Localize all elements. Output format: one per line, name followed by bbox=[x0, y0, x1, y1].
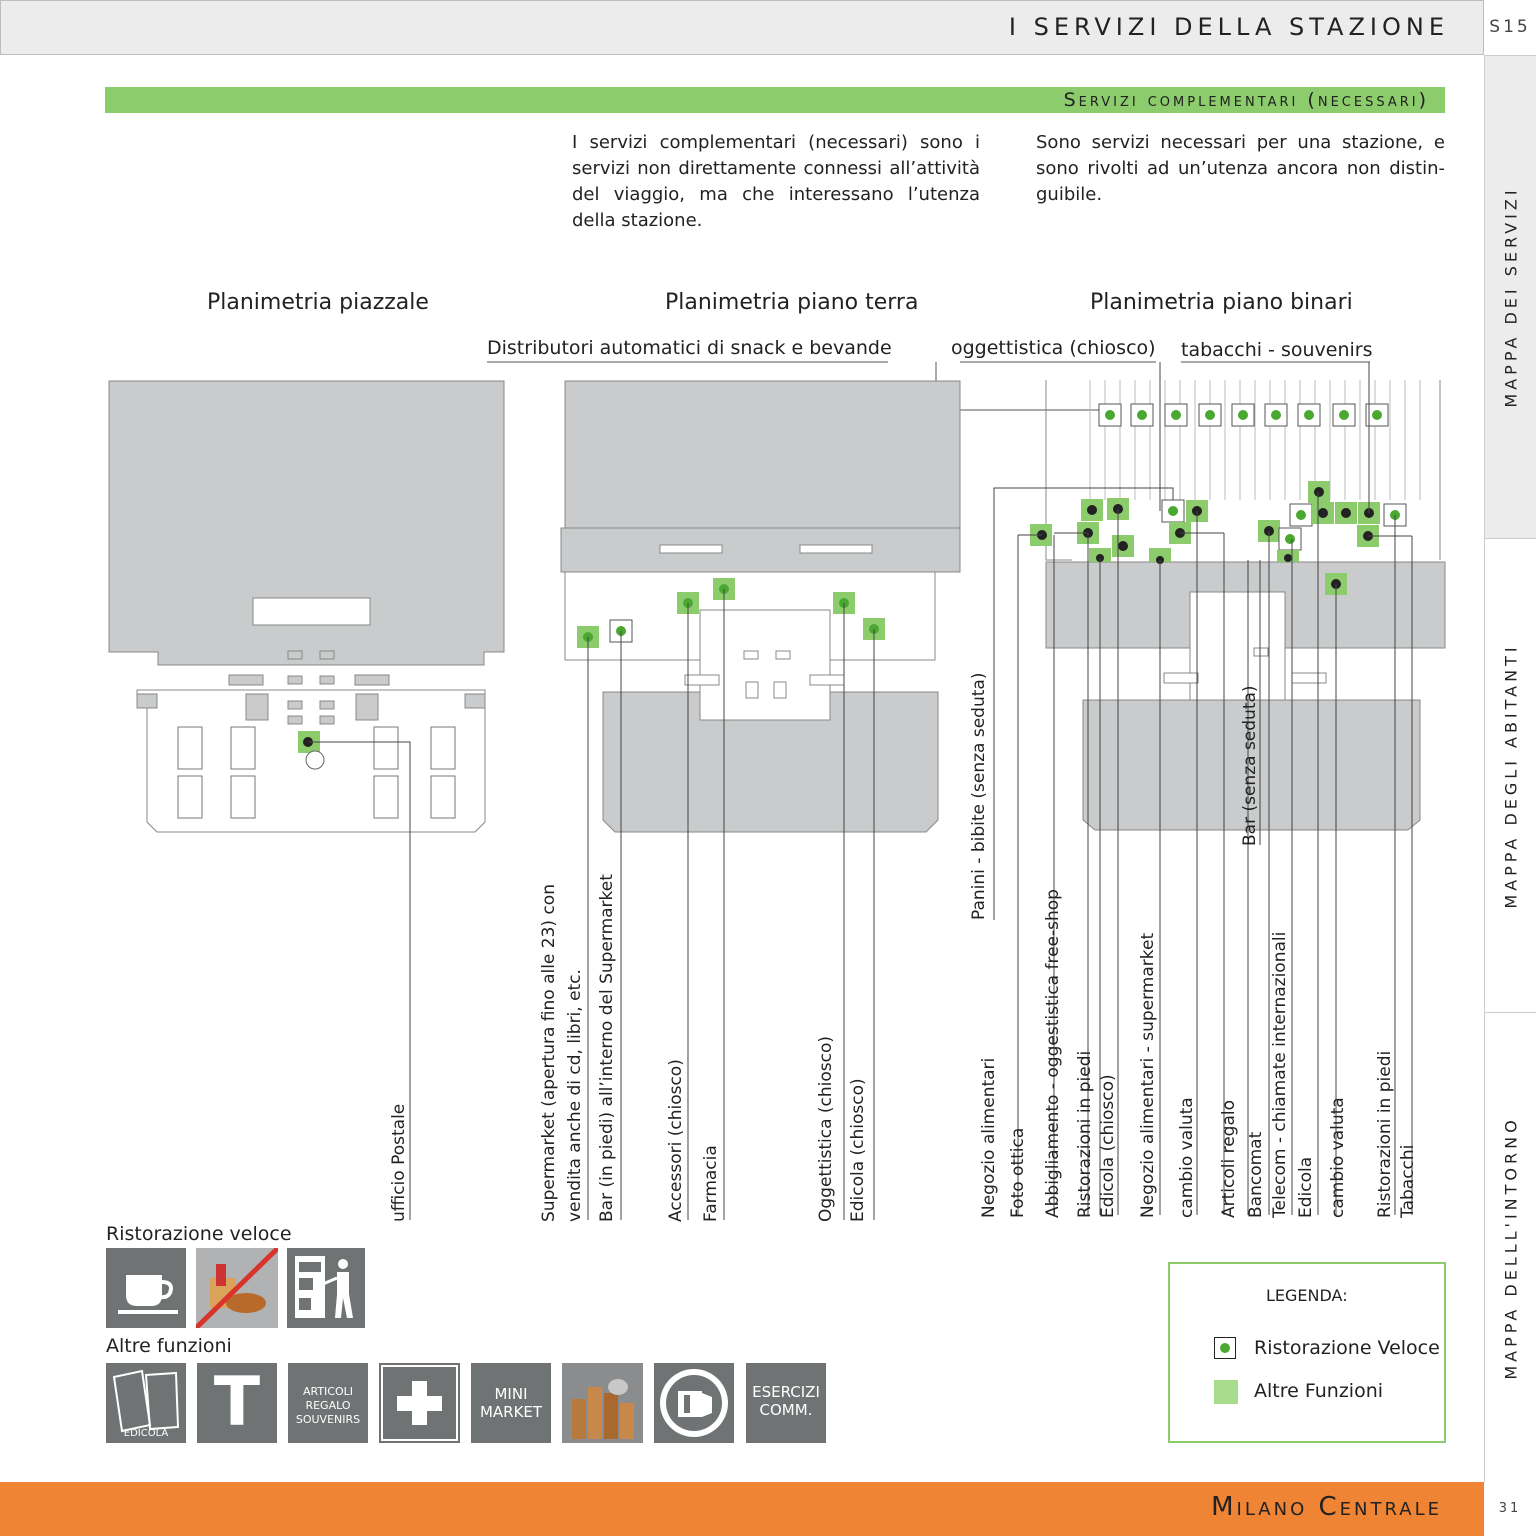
label-edicola: Edicola bbox=[1296, 1156, 1316, 1218]
icon-label: MINI MARKET bbox=[479, 1385, 543, 1421]
section-title: Servizi complementari (necessari) bbox=[1063, 89, 1429, 111]
altre-title: Altre funzioni bbox=[106, 1335, 232, 1357]
label-bancomat: Bancomat bbox=[1246, 1131, 1266, 1218]
label-telecom: Telecom - chiamate internazionali bbox=[1270, 931, 1290, 1218]
label-distributori: Distributori automatici di snack e bevan… bbox=[487, 337, 892, 359]
legend-title: LEGENDA: bbox=[1266, 1286, 1348, 1305]
page-title: I SERVIZI DELLA STAZIONE bbox=[1008, 13, 1449, 41]
plan-title-binari: Planimetria piano binari bbox=[1090, 290, 1353, 315]
label-tabacchi: Tabacchi bbox=[1398, 1144, 1418, 1218]
label-oggettistica: Oggettistica (chiosco) bbox=[816, 1035, 836, 1222]
label-negozio-supermarket: Negozio alimentari - supermarket bbox=[1138, 932, 1158, 1218]
vending-machine-icon bbox=[287, 1248, 365, 1328]
label-accessori: Accessori (chiosco) bbox=[666, 1059, 686, 1222]
label-ufficio-postale: ufficio Postale bbox=[389, 1103, 409, 1222]
icon-label: ESERCIZI COMM. bbox=[752, 1383, 820, 1419]
tabacchi-icon: T bbox=[197, 1363, 277, 1443]
section-bar: Servizi complementari (necessari) bbox=[105, 87, 1445, 113]
label-cambio-valuta-2: cambio valuta bbox=[1328, 1097, 1348, 1218]
label-ristorazioni-2: Ristorazioni in piedi bbox=[1375, 1050, 1395, 1218]
esercizi-comm-icon: ESERCIZI COMM. bbox=[746, 1363, 826, 1443]
page-number: 31 bbox=[1498, 1501, 1522, 1516]
header-bar: I SERVIZI DELLA STAZIONE bbox=[0, 0, 1484, 55]
icon-label: T bbox=[213, 1363, 261, 1442]
articoli-regalo-icon: ARTICOLI REGALO SOUVENIRS bbox=[288, 1363, 368, 1443]
legend-swatch-altre bbox=[1214, 1380, 1238, 1404]
no-fastfood-icon bbox=[194, 1246, 280, 1330]
tab-mappa-intorno[interactable]: MAPPA DELLL'INTORNO bbox=[1484, 1012, 1536, 1482]
plan-piano-binari bbox=[993, 362, 1446, 1215]
tab-mappa-abitanti[interactable]: MAPPA DEGLI ABITANTI bbox=[1484, 538, 1536, 1012]
label-edicola-chiosco: Edicola (chiosco) bbox=[1098, 1074, 1118, 1218]
edicola-icon: EDICOLA bbox=[106, 1363, 186, 1443]
page-code: S15 bbox=[1489, 17, 1531, 37]
telecom-icon bbox=[654, 1363, 734, 1443]
label-articoli-regalo: Articoli regalo bbox=[1219, 1099, 1239, 1218]
label-farmacia: Farmacia bbox=[701, 1145, 721, 1222]
icon-label: ARTICOLI REGALO SOUVENIRS bbox=[295, 1385, 361, 1426]
cup-icon bbox=[106, 1248, 186, 1328]
legend-item-ristorazione: Ristorazione Veloce bbox=[1254, 1337, 1440, 1359]
ristorazione-title: Ristorazione veloce bbox=[106, 1223, 292, 1245]
label-tabacchi-top: tabacchi - souvenirs bbox=[1181, 339, 1373, 361]
tab-mappa-servizi[interactable]: MAPPA DEI SERVIZI bbox=[1484, 55, 1536, 538]
label-oggettistica-top: oggettistica (chiosco) bbox=[951, 337, 1156, 359]
legend-swatch-ristorazione bbox=[1214, 1337, 1236, 1359]
label-negozio-alimentari: Negozio alimentari bbox=[979, 1057, 999, 1218]
legend: LEGENDA: Ristorazione Veloce Altre Funzi… bbox=[1168, 1262, 1446, 1443]
legend-item-altre: Altre Funzioni bbox=[1254, 1380, 1384, 1402]
farmacia-icon bbox=[379, 1363, 460, 1443]
cambio-valuta-icon bbox=[562, 1363, 643, 1443]
plan-title-terra: Planimetria piano terra bbox=[665, 290, 919, 315]
label-abbigliamento: Abbigliamento - oggestistica free-shop bbox=[1043, 889, 1063, 1218]
label-ristorazioni-1: Ristorazioni in piedi bbox=[1075, 1050, 1095, 1218]
label-cambio-valuta-1: cambio valuta bbox=[1177, 1097, 1197, 1218]
plan-piano-terra bbox=[560, 380, 961, 1220]
footer-title: Milano Centrale bbox=[1211, 1492, 1442, 1522]
icon-label: EDICOLA bbox=[123, 1428, 169, 1439]
label-bar-senza-seduta: Bar (senza seduta) bbox=[1240, 685, 1260, 846]
intro-left: I servizi complementari (necessari) sono… bbox=[572, 132, 980, 231]
label-supermarket-2: vendita anche di cd, libri, etc. bbox=[565, 969, 585, 1222]
mini-market-icon: MINI MARKET bbox=[471, 1363, 551, 1443]
label-edicola-terra: Edicola (chiosco) bbox=[848, 1078, 868, 1222]
label-foto-ottica: Foto ottica bbox=[1008, 1127, 1028, 1218]
label-supermarket-1: Supermarket (apertura fino alle 23) con bbox=[539, 884, 559, 1222]
plan-piazzale bbox=[108, 380, 505, 1220]
plan-title-piazzale: Planimetria piazzale bbox=[207, 290, 429, 315]
label-panini: Panini - bibite (senza seduta) bbox=[969, 672, 989, 920]
intro-right: Sono servizi necessari per una stazione,… bbox=[1036, 132, 1445, 205]
label-bar-supermarket: Bar (in piedi) all’interno del Supermark… bbox=[597, 874, 617, 1222]
footer-bar: Milano Centrale bbox=[0, 1482, 1484, 1536]
